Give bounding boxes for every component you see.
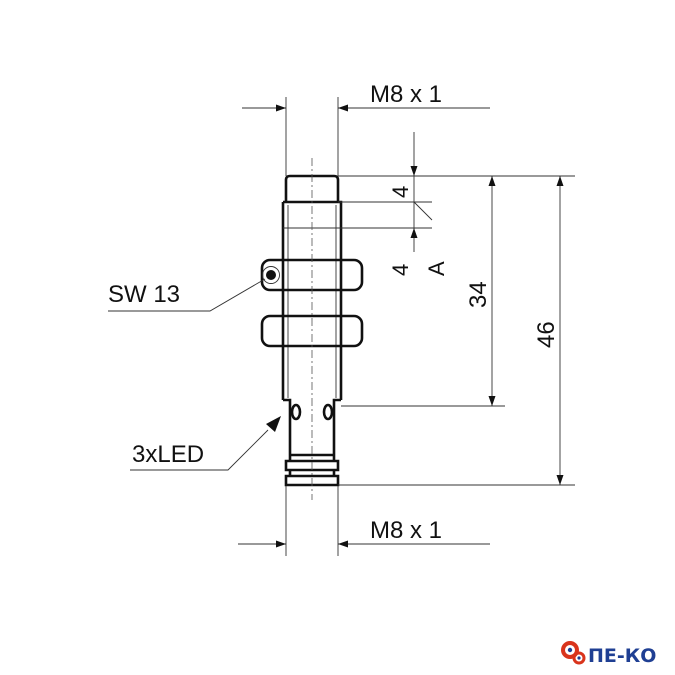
leader-led: 3xLED	[130, 416, 281, 471]
led-window-right	[322, 403, 334, 421]
label-dim-46: 46	[533, 321, 560, 348]
led-arrowhead	[266, 416, 281, 432]
label-thread-top: M8 x 1	[370, 81, 442, 108]
label-sw13: SW 13	[108, 281, 180, 308]
led-window-left	[290, 403, 302, 421]
sensor-body	[260, 158, 364, 500]
dim-sensing: 4 4 A	[338, 132, 449, 276]
logo-text: ПЕ-КО	[588, 645, 656, 667]
label-thread-bottom: M8 x 1	[370, 517, 442, 544]
nut-led-ring	[262, 266, 280, 284]
nut-led-dot	[266, 270, 276, 280]
label-dim-34: 34	[465, 281, 492, 308]
dim-total-length: 46	[338, 175, 575, 486]
dim-thread-length: 34	[338, 175, 505, 407]
led-housing	[283, 398, 341, 455]
leader-wrench: SW 13	[108, 278, 266, 312]
gear-icon	[561, 641, 586, 665]
label-3xled: 3xLED	[132, 441, 204, 468]
dim-thread-bottom: M8 x 1	[238, 486, 490, 556]
label-dim-a1: 4	[388, 186, 413, 198]
label-dim-a2: 4	[388, 264, 413, 276]
dim-thread-top: M8 x 1	[242, 81, 490, 176]
label-ref-a: A	[424, 261, 449, 276]
brand-logo: ПЕ-КО	[561, 641, 656, 667]
